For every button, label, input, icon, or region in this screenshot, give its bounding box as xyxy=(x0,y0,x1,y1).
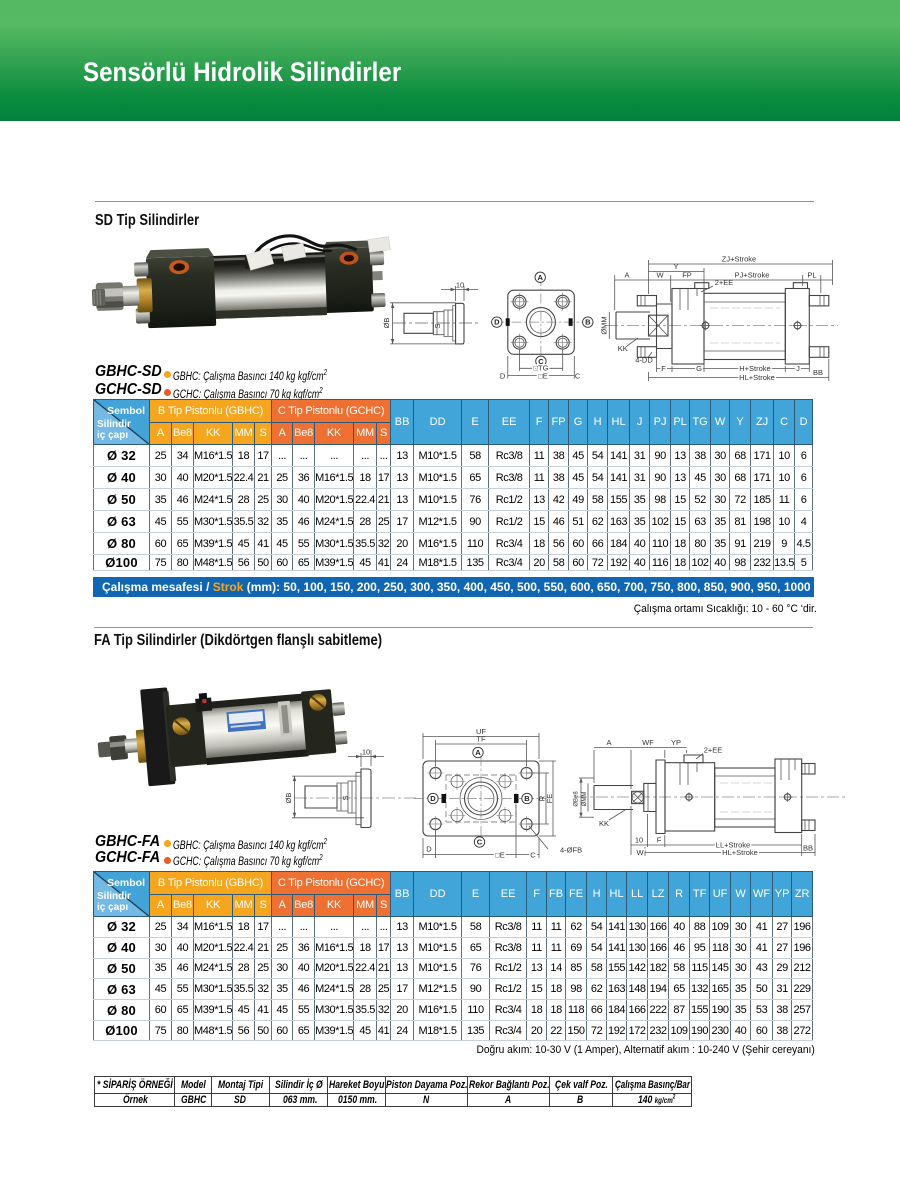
svg-text:PL: PL xyxy=(807,271,816,280)
svg-text:YP: YP xyxy=(671,738,681,747)
svg-text:ØBe8: ØBe8 xyxy=(574,791,580,807)
svg-text:C: C xyxy=(538,357,544,366)
svg-text:ØMM: ØMM xyxy=(582,792,588,807)
svg-text:C: C xyxy=(477,838,483,847)
svg-text:G: G xyxy=(696,364,702,373)
svg-text:10: 10 xyxy=(362,748,370,757)
svg-text:HL+Stroke: HL+Stroke xyxy=(739,373,775,382)
svg-text:C: C xyxy=(575,372,581,381)
svg-text:4-DD: 4-DD xyxy=(635,356,653,365)
svg-text:W: W xyxy=(636,848,644,857)
svg-text:2+EE: 2+EE xyxy=(704,746,723,755)
svg-text:F: F xyxy=(657,836,662,845)
svg-text:F: F xyxy=(661,364,666,373)
svg-text:BB: BB xyxy=(803,844,813,853)
svg-text:S: S xyxy=(341,795,350,800)
svg-text:KK: KK xyxy=(599,819,609,828)
svg-text:A: A xyxy=(475,748,481,757)
svg-text:2+EE: 2+EE xyxy=(715,278,734,287)
svg-text:10: 10 xyxy=(456,281,464,290)
svg-text:KK: KK xyxy=(618,344,628,353)
svg-text:A: A xyxy=(537,273,543,282)
svg-text:WF: WF xyxy=(642,738,654,747)
svg-text:D: D xyxy=(500,372,506,381)
svg-text:ØMM: ØMM xyxy=(600,316,609,334)
svg-text:BB: BB xyxy=(813,368,823,377)
svg-text:C: C xyxy=(530,851,536,860)
svg-text:FE: FE xyxy=(545,794,554,804)
svg-text:ZJ+Stroke: ZJ+Stroke xyxy=(722,255,756,264)
svg-text:10: 10 xyxy=(635,836,643,845)
svg-text:D: D xyxy=(430,794,436,803)
svg-text:□E: □E xyxy=(538,371,548,380)
svg-text:D: D xyxy=(494,318,500,327)
svg-text:HL+Stroke: HL+Stroke xyxy=(722,848,758,857)
svg-text:S: S xyxy=(433,323,442,328)
svg-text:4-ØFB: 4-ØFB xyxy=(560,846,582,855)
svg-text:FP: FP xyxy=(682,271,692,280)
svg-text:ØB: ØB xyxy=(382,318,391,329)
svg-text:A: A xyxy=(624,271,629,280)
svg-text:UF: UF xyxy=(476,727,486,736)
svg-text:A: A xyxy=(606,738,611,747)
svg-text:R: R xyxy=(538,795,547,801)
svg-text:W: W xyxy=(656,271,664,280)
svg-text:Y: Y xyxy=(673,262,678,271)
svg-text:J: J xyxy=(796,364,800,373)
svg-text:TF: TF xyxy=(476,735,486,744)
svg-text:LL+Stroke: LL+Stroke xyxy=(716,841,750,850)
svg-text:ØB: ØB xyxy=(284,793,293,804)
svg-text:D: D xyxy=(426,845,432,854)
svg-text:H+Stroke: H+Stroke xyxy=(739,364,770,373)
svg-text:PJ+Stroke: PJ+Stroke xyxy=(735,271,770,280)
svg-text:B: B xyxy=(585,318,591,327)
svg-text:B: B xyxy=(524,794,530,803)
svg-text:□E: □E xyxy=(495,851,505,860)
svg-text:□TG: □TG xyxy=(534,364,549,373)
